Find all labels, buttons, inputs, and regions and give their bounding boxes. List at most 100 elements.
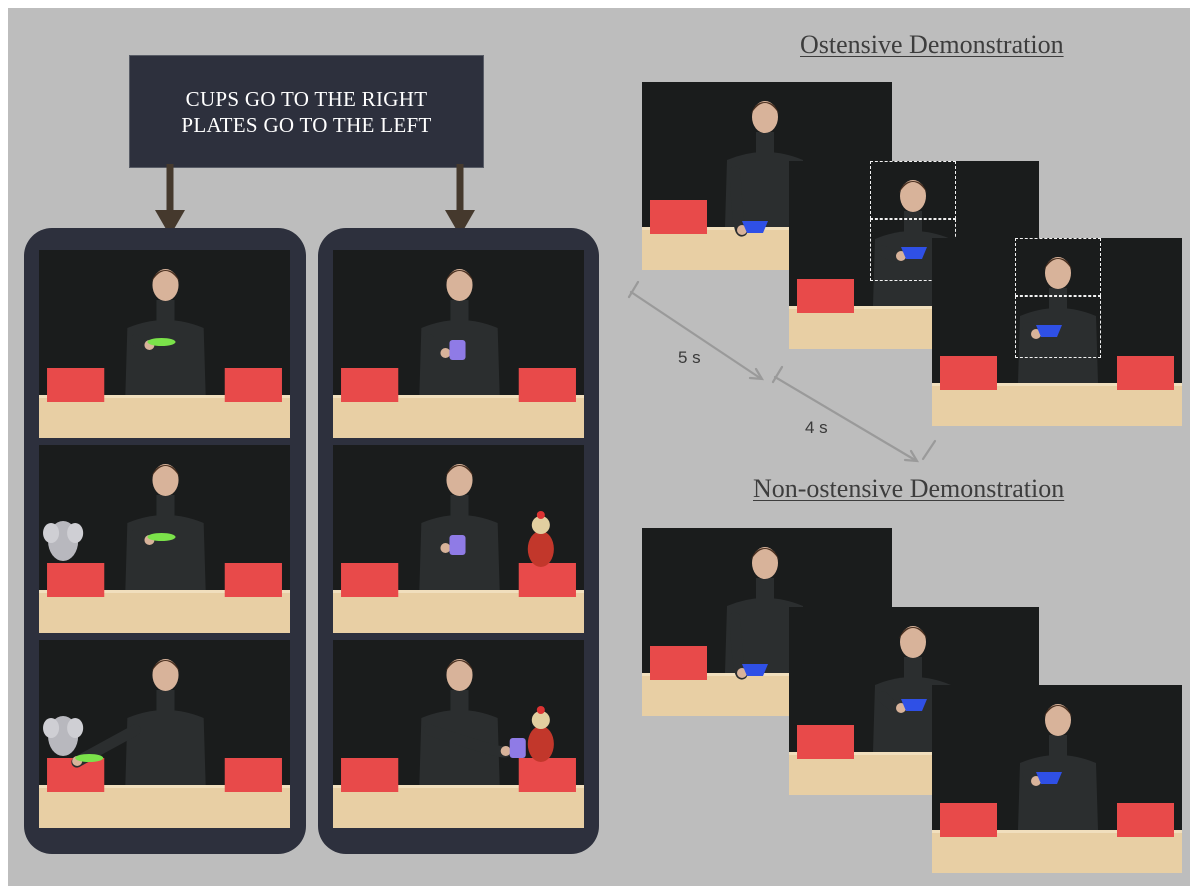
demonstrator-body	[125, 515, 206, 590]
demonstrator-hand	[500, 746, 511, 756]
table-edge	[932, 383, 1182, 386]
table-surface	[333, 395, 584, 438]
demonstrator-body	[125, 710, 206, 785]
arrow-to-cups-panel	[445, 164, 475, 236]
table-surface	[333, 590, 584, 633]
video-still	[932, 238, 1182, 426]
turtleneck	[156, 690, 175, 712]
table-edge	[789, 752, 1039, 755]
elephant-ear	[67, 718, 84, 738]
demonstrator-face	[1045, 257, 1071, 289]
demonstrator-face	[1045, 704, 1071, 736]
non-ostensive-title: Non-ostensive Demonstration	[753, 474, 1065, 503]
blue-plate-object	[742, 221, 768, 233]
chicken-puppet	[527, 726, 554, 762]
turtleneck	[756, 132, 774, 154]
demonstrator-face	[446, 269, 473, 301]
table-edge	[39, 785, 290, 788]
table-edge	[39, 395, 290, 398]
blue-plate-object	[901, 699, 927, 711]
left-red-box	[797, 725, 854, 759]
table-surface	[932, 830, 1182, 873]
timeline-arrows	[627, 280, 937, 463]
video-still	[333, 445, 584, 633]
turtleneck	[756, 578, 774, 600]
left-red-box	[650, 200, 707, 234]
rule-line-plates: PLATES GO TO THE LEFT	[181, 112, 432, 137]
demonstrator-hand	[896, 251, 906, 261]
left-red-box	[341, 563, 399, 597]
demonstrator-hair	[445, 270, 474, 282]
right-red-box	[224, 563, 282, 597]
turtleneck	[904, 211, 922, 233]
demonstrator-body	[1018, 755, 1098, 830]
demonstrator-hair	[899, 627, 927, 639]
chicken-comb	[536, 511, 545, 519]
ostensive-frame-3	[932, 238, 1182, 426]
table-edge	[39, 590, 290, 593]
chicken-head	[531, 711, 550, 729]
demonstrator-hair	[445, 465, 474, 477]
non-ostensive-frame-3	[932, 685, 1182, 873]
left-red-box	[797, 279, 854, 313]
demonstrator-face	[900, 180, 926, 212]
turtleneck	[1049, 288, 1067, 310]
demonstrator-face	[152, 464, 179, 496]
table-edge	[642, 673, 892, 676]
cups-frame-1	[333, 250, 584, 438]
demonstrator-hair	[151, 465, 180, 477]
demonstrator-hand	[896, 703, 906, 713]
table-edge	[932, 830, 1182, 833]
elephant-ear	[43, 718, 60, 738]
demonstrator-hair	[899, 181, 927, 193]
chicken-puppet	[527, 531, 554, 567]
demonstrator-hand	[440, 348, 451, 358]
table-edge	[333, 395, 584, 398]
plates-frame-3	[39, 640, 290, 828]
rule-instruction-box: CUPS GO TO THE RIGHT PLATES GO TO THE LE…	[129, 55, 484, 168]
right-red-box	[518, 563, 576, 597]
gaze-box-face	[1015, 238, 1101, 296]
demonstrator-face	[446, 659, 473, 691]
left-red-box	[940, 356, 997, 390]
demonstrator-face	[752, 101, 778, 133]
right-red-box	[1117, 803, 1174, 837]
plates-frame-2	[39, 445, 290, 633]
left-red-box	[940, 803, 997, 837]
demonstrator-hand	[440, 543, 451, 553]
rule-line-cups: CUPS GO TO THE RIGHT	[185, 86, 428, 111]
demonstrator-body	[725, 598, 805, 673]
demonstrator-hair	[151, 660, 180, 672]
plate-object	[75, 754, 104, 762]
turtleneck	[156, 495, 175, 517]
left-red-box	[341, 368, 399, 402]
chicken-comb	[536, 706, 545, 714]
time-label-5s: 5 s	[678, 348, 701, 367]
elephant-ear	[67, 523, 84, 543]
left-red-box	[650, 646, 707, 680]
demonstrator-face	[446, 464, 473, 496]
elephant-ear	[43, 523, 60, 543]
demonstrator-hair	[1044, 705, 1072, 717]
right-red-box	[518, 758, 576, 792]
table-edge	[333, 785, 584, 788]
demonstrator-face	[752, 547, 778, 579]
demonstrator-hand	[1031, 776, 1041, 786]
demonstrator-body	[125, 320, 206, 395]
table-surface	[932, 383, 1182, 426]
turtleneck	[1049, 735, 1067, 757]
demonstrator-hand	[737, 668, 747, 678]
demonstrator-face	[152, 269, 179, 301]
turtleneck	[450, 495, 469, 517]
demonstrator-arm	[729, 166, 748, 237]
video-still	[932, 685, 1182, 873]
figure-canvas: CUPS GO TO THE RIGHT PLATES GO TO THE LE…	[8, 8, 1190, 886]
demonstrator-hand	[737, 225, 747, 235]
gaze-box-object	[1015, 296, 1101, 358]
right-red-box	[518, 368, 576, 402]
table-edge	[789, 306, 1039, 309]
demonstrator-hair	[751, 102, 779, 114]
plate-object	[147, 533, 176, 541]
right-red-box	[1117, 356, 1174, 390]
right-red-box	[224, 368, 282, 402]
